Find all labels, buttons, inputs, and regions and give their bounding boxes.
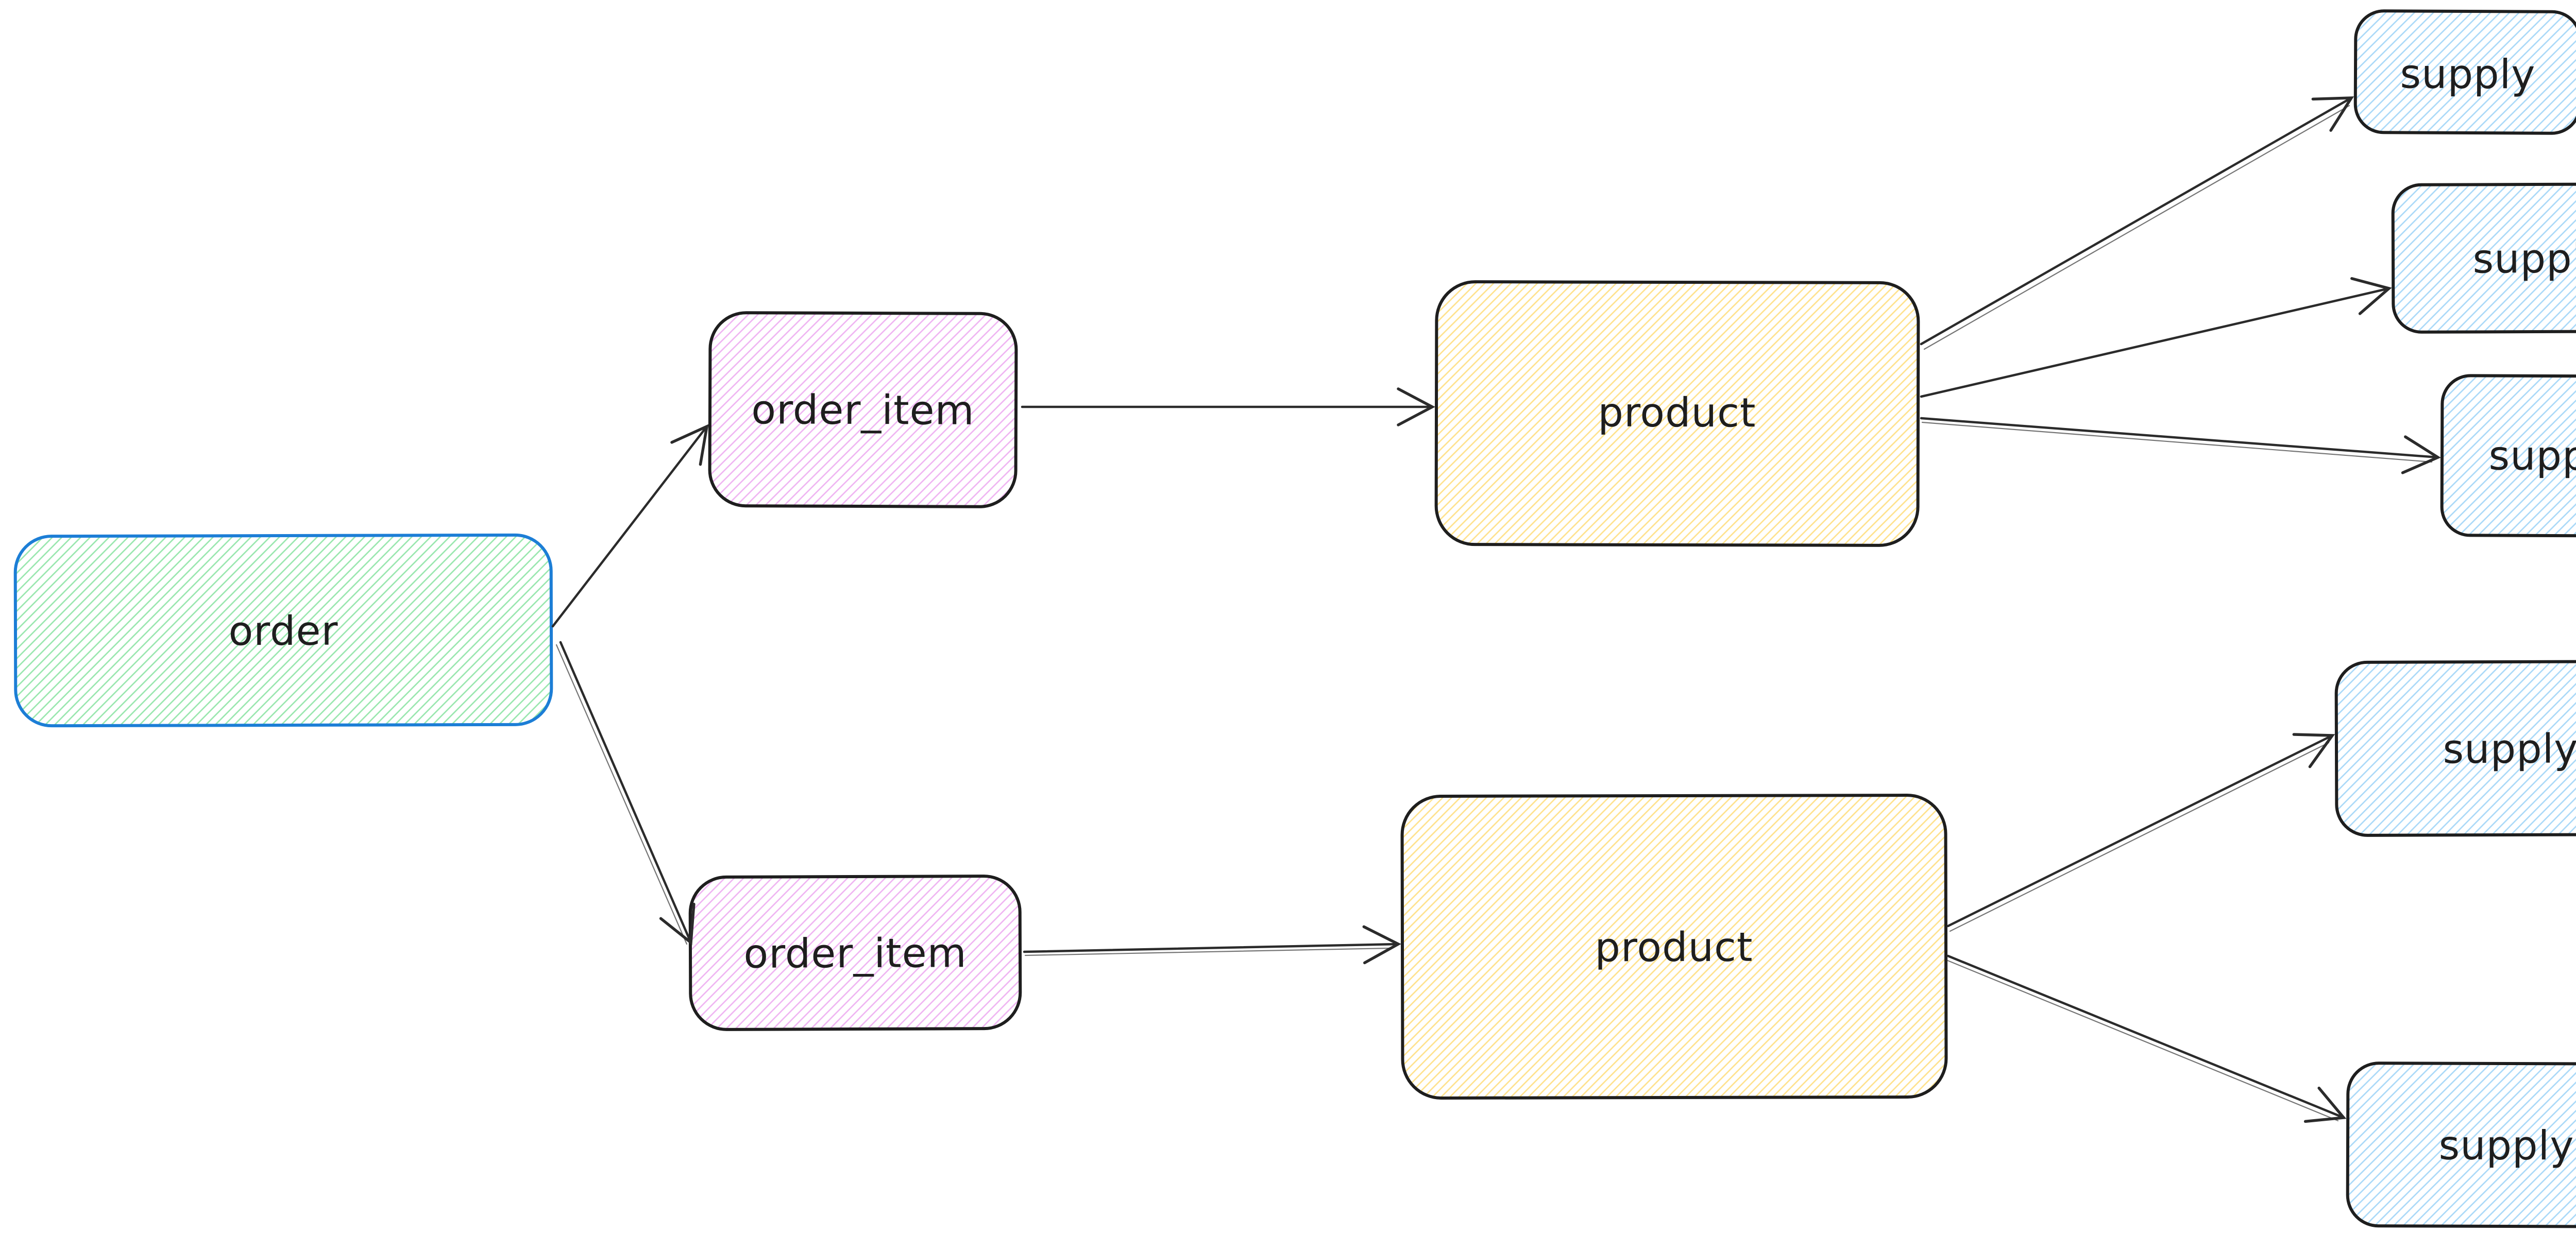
product-1-label: product bbox=[1598, 390, 1756, 437]
order-item-2-label: order_item bbox=[743, 930, 967, 978]
supply-5-shape bbox=[2346, 1061, 2576, 1228]
edge-product-1-to-supply-3[interactable] bbox=[1920, 417, 2441, 474]
supply-3-label: supply bbox=[2488, 433, 2576, 480]
edge-product-2-to-supply-4[interactable] bbox=[1946, 733, 2335, 932]
node-order-item-1[interactable]: order_item bbox=[708, 311, 1018, 508]
supply-2-label: supply bbox=[2472, 236, 2576, 283]
supply-5-label: supply bbox=[2438, 1123, 2574, 1170]
node-order-item-2[interactable]: order_item bbox=[688, 875, 1022, 1031]
node-product-1[interactable]: product bbox=[1434, 280, 1920, 547]
node-supply-1[interactable]: supply bbox=[2353, 9, 2576, 135]
node-supply-4[interactable]: supply bbox=[2334, 660, 2576, 837]
supply-3-shape bbox=[2440, 374, 2576, 538]
supply-1-label: supply bbox=[2400, 51, 2535, 98]
order-item-1-label: order_item bbox=[751, 387, 975, 434]
supply-2-shape bbox=[2391, 182, 2576, 334]
product-1-shape bbox=[1434, 280, 1920, 547]
product-2-shape bbox=[1400, 794, 1948, 1100]
product-2-label: product bbox=[1595, 924, 1753, 971]
node-order[interactable]: order bbox=[13, 533, 553, 728]
order-item-2-shape bbox=[688, 875, 1022, 1031]
order-item-1-shape bbox=[708, 311, 1018, 508]
order-label: order bbox=[228, 608, 338, 655]
node-supply-5[interactable]: supply bbox=[2346, 1061, 2576, 1228]
node-supply-2[interactable]: supply bbox=[2391, 182, 2576, 334]
supply-4-label: supply bbox=[2443, 726, 2576, 773]
node-supply-3[interactable]: supply bbox=[2440, 374, 2576, 538]
supply-1-shape bbox=[2353, 9, 2576, 135]
edge-order-to-order-item-2[interactable] bbox=[555, 641, 696, 946]
edge-product-1-to-supply-2[interactable] bbox=[1920, 277, 2392, 398]
order-shape bbox=[13, 533, 553, 728]
edge-product-1-to-supply-1[interactable] bbox=[1920, 96, 2354, 350]
supply-4-shape bbox=[2334, 660, 2576, 837]
edge-product-2-to-supply-5[interactable] bbox=[1945, 954, 2347, 1123]
edge-order-to-order-item-1[interactable] bbox=[551, 424, 709, 628]
edge-order-item-2-to-product-2[interactable] bbox=[1023, 925, 1401, 965]
node-product-2[interactable]: product bbox=[1400, 794, 1948, 1100]
